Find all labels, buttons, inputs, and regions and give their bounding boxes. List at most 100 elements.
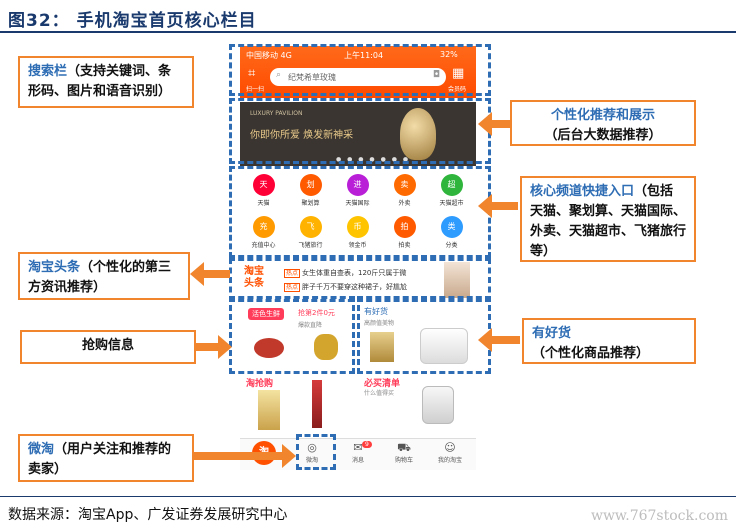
tmall-global-icon: 进 [346, 174, 369, 196]
cosmetic-image [370, 332, 394, 362]
channel-label: 分类 [445, 242, 458, 249]
cream-image [420, 328, 468, 364]
channel-label: 领金币 [348, 242, 367, 249]
headlines-logo: 淘宝头条 [244, 266, 264, 289]
promo-good-goods[interactable]: 有好货 高颜值美物 [360, 302, 476, 374]
promo-must-buy[interactable]: 必买清单 什么值得买 [360, 376, 476, 436]
must-buy-note: 什么值得买 [364, 390, 395, 397]
scan-icon[interactable]: ⌗ [248, 66, 256, 81]
supermarket-icon: 超 [440, 174, 463, 196]
tab-weitao[interactable]: ◎微淘 [292, 441, 332, 464]
channel-supermarket[interactable]: 超天猫超市 [428, 174, 475, 207]
food-image [254, 338, 284, 358]
headline-item[interactable]: 热点胖子千万不要穿这种裙子，好尴尬 [284, 282, 407, 292]
recharge-icon: 充 [252, 216, 275, 238]
category-icon: 类 [440, 216, 463, 238]
hot-tag: 热点 [284, 283, 301, 292]
channel-label: 充值中心 [251, 242, 276, 249]
callout-text: （支持关键词、条形码、图片和语音识别） [28, 64, 172, 99]
member-code-icon[interactable]: ▦ [452, 66, 465, 81]
channel-tmall-global[interactable]: 进天猫国际 [334, 174, 381, 207]
fresh-subtitle: 抢第2件0元 [298, 309, 335, 317]
search-input[interactable]: ⌕ 纪梵希草玫瑰 ◘ [270, 68, 446, 86]
phone-screenshot: 中国移动 4G 上午11:04 32% ⌗ 扫一扫 ⌕ 纪梵希草玫瑰 ◘ ▦ 会… [240, 46, 476, 470]
channel-label: 天猫国际 [345, 200, 370, 207]
auction-icon: 拍 [393, 216, 416, 238]
takeout-icon: 卖 [393, 174, 416, 196]
callout-weitao: 微淘（用户关注和推荐的卖家） [18, 434, 194, 482]
channel-label: 拍卖 [398, 242, 411, 249]
headline-text: 胖子千万不要穿这种裙子，好尴尬 [302, 283, 408, 291]
channel-label: 天猫超市 [439, 200, 464, 207]
callout-search: 搜索栏（支持关键词、条形码、图片和语音识别） [18, 56, 194, 108]
flash-sale-title: 淘抢购 [246, 379, 274, 389]
arrow-shaft [194, 452, 282, 460]
banner-brand: LUXURY PAVILION [250, 110, 303, 117]
search-icon: ⌕ [276, 70, 282, 80]
source-note: 数据来源：淘宝App、广发证券发展研究中心 [8, 507, 288, 523]
callout-lead: 搜索栏 [28, 64, 68, 79]
arrow-shaft [492, 120, 510, 128]
promo-fresh[interactable]: 活色生鲜 抢第2件0元 爆款直降 [240, 302, 356, 374]
good-goods-title: 有好货 [364, 307, 388, 316]
channel-auction[interactable]: 拍拍卖 [381, 216, 428, 249]
taobao-headlines[interactable]: 淘宝头条 热点女生体重自查表，120斤只属于微 热点胖子千万不要穿这种裙子，好尴… [240, 260, 476, 300]
tab-cart[interactable]: ⛟ 购物车 [384, 441, 424, 464]
fliggy-icon: 飞 [299, 216, 322, 238]
camera-icon[interactable]: ◘ [432, 70, 440, 80]
highlight-banner [229, 98, 491, 164]
arrow-right-icon [282, 444, 296, 468]
callout-lead: 有好货 [532, 326, 572, 341]
callout-channels: 核心频道快捷入口（包括天猫、聚划算、天猫国际、外卖、天猫超市、飞猪旅行等） [520, 176, 696, 262]
highlight-flash [229, 296, 355, 374]
highlight-weitao [296, 434, 336, 470]
callout-flash: 抢购信息 [20, 330, 196, 364]
channel-tmall[interactable]: 天天猫 [240, 174, 287, 207]
headline-image [444, 262, 470, 298]
highlight-channels [229, 166, 491, 258]
member-code-label: 会员码 [448, 86, 467, 93]
callout-text: （包括天猫、聚划算、天猫国际、外卖、天猫超市、飞猪旅行等） [530, 184, 687, 259]
coin-icon: 币 [346, 216, 369, 238]
channel-fliggy[interactable]: 飞飞猪旅行 [287, 216, 334, 249]
cart-icon: ⛟ [397, 441, 411, 454]
arrow-right-icon [218, 335, 232, 359]
figure-title: 图32： 手机淘宝首页核心栏目 [8, 11, 257, 31]
scan-label: 扫一扫 [246, 86, 265, 93]
message-icon: ✉ [353, 441, 363, 454]
tmall-icon: 天 [252, 174, 275, 196]
channel-juhuasuan[interactable]: 划聚划算 [287, 174, 334, 207]
can-image [258, 390, 280, 430]
tab-messages[interactable]: ✉消息 9 [338, 441, 378, 464]
arrow-shaft [204, 270, 230, 278]
arrow-left-icon [478, 328, 492, 352]
callout-text: （个性化商品推荐） [532, 346, 650, 361]
promo-banner[interactable]: LUXURY PAVILION 你即你所爱 焕发新神采 [240, 102, 476, 166]
channel-category[interactable]: 类分类 [428, 216, 475, 249]
callout-lead: 个性化推荐和展示 [550, 108, 655, 123]
callout-text: （后台大数据推荐） [544, 128, 662, 143]
tab-label: 购物车 [394, 457, 413, 464]
callout-text: 抢购信息 [81, 338, 134, 353]
callout-lead: 微淘 [28, 442, 55, 457]
callout-goods: 有好货 （个性化商品推荐） [522, 318, 696, 364]
hot-tag: 热点 [284, 269, 301, 278]
highlight-search [229, 44, 491, 96]
arrow-shaft [492, 336, 520, 344]
title-rule [0, 31, 736, 33]
user-icon: ☺ [444, 441, 456, 454]
fresh-tag: 活色生鲜 [248, 308, 284, 320]
promo-flash-sale[interactable]: 淘抢购 [240, 376, 356, 436]
channel-recharge[interactable]: 充充值中心 [240, 216, 287, 249]
tab-my-taobao[interactable]: ☺ 我的淘宝 [430, 441, 470, 464]
channel-takeout[interactable]: 卖外卖 [381, 174, 428, 207]
arrow-left-icon [190, 262, 204, 286]
callout-lead: 淘宝头条 [28, 260, 81, 275]
callout-text: （个性化的第三方资讯推荐） [28, 260, 172, 295]
search-placeholder: 纪梵希草玫瑰 [288, 73, 336, 82]
highlight-goods [357, 296, 491, 374]
tab-label: 我的淘宝 [437, 457, 462, 464]
product-image [400, 108, 436, 160]
channel-coins[interactable]: 币领金币 [334, 216, 381, 249]
headline-item[interactable]: 热点女生体重自查表，120斤只属于微 [284, 268, 406, 278]
